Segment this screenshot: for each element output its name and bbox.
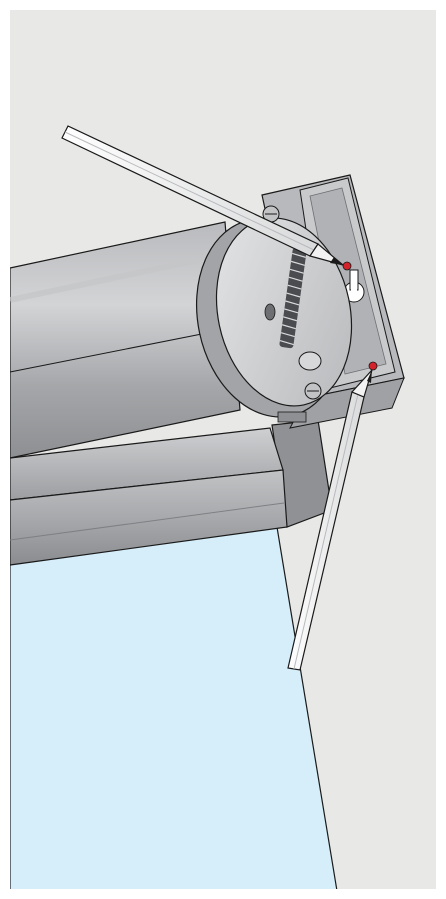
cap-clip	[277, 411, 307, 423]
spring-icon	[279, 247, 307, 349]
axle-hole	[264, 303, 276, 321]
pencil-icon	[61, 125, 344, 266]
pencil-icon	[287, 369, 373, 671]
marking-dot-upper	[342, 261, 352, 271]
screw-icon	[304, 382, 322, 400]
end-cap	[195, 205, 353, 423]
marking-dot-lower	[368, 361, 378, 371]
latch-knob	[298, 351, 322, 371]
roller-tube-icon	[9, 221, 241, 459]
